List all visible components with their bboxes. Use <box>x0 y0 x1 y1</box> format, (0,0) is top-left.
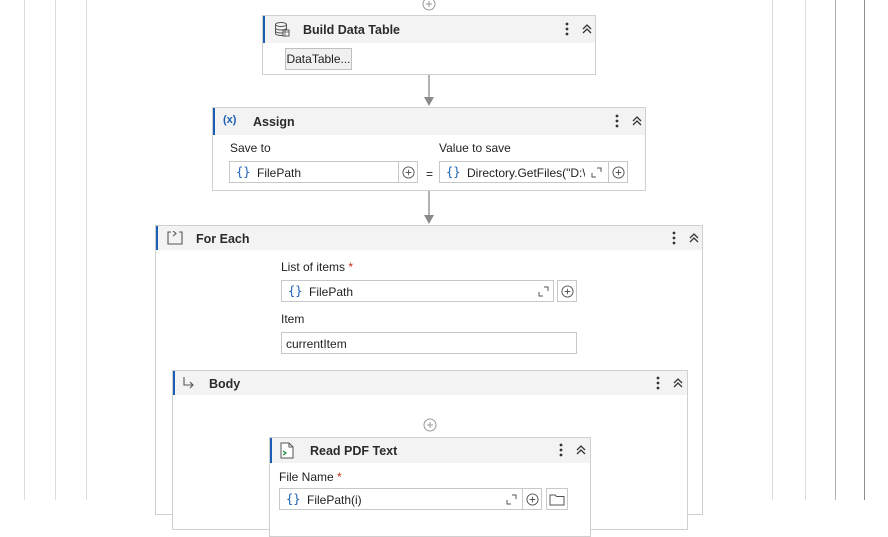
assign-title: Assign <box>253 115 295 129</box>
scroll-edge <box>864 0 865 500</box>
required-marker: * <box>337 470 342 484</box>
assign-activity[interactable]: (x) Assign Save to Value to save {} File… <box>212 107 646 191</box>
save-to-add-button[interactable] <box>398 161 418 183</box>
save-to-field[interactable]: {} FilePath <box>229 161 399 183</box>
assign-header[interactable]: (x) Assign <box>213 108 645 135</box>
data-table-button-label: DataTable... <box>286 52 351 66</box>
container-border-right-mid <box>805 0 806 500</box>
kebab-menu-icon[interactable] <box>651 375 665 391</box>
file-name-add-button[interactable] <box>522 488 542 510</box>
connector-arrow <box>424 75 434 106</box>
chevron-double-up-icon[interactable] <box>671 375 685 391</box>
branch-arrow-icon <box>183 377 194 389</box>
file-name-value: FilePath(i) <box>307 493 362 507</box>
chevron-double-up-icon[interactable] <box>630 113 644 129</box>
save-to-label: Save to <box>230 141 271 155</box>
folder-icon <box>549 494 565 505</box>
plus-circle-icon <box>560 284 574 298</box>
plus-circle-icon <box>401 165 415 179</box>
plus-circle-icon <box>525 492 539 506</box>
list-of-items-field[interactable]: {} FilePath <box>281 280 554 302</box>
body-header[interactable]: Body <box>173 371 687 395</box>
kebab-menu-icon[interactable] <box>560 21 574 37</box>
container-border-right-inner <box>772 0 773 500</box>
expression-icon: {} <box>236 165 251 179</box>
variable-x-icon: (x) <box>223 114 237 126</box>
item-field[interactable]: currentItem <box>281 332 577 354</box>
save-to-value: FilePath <box>257 166 302 180</box>
required-marker: * <box>348 260 354 274</box>
build-data-table-header[interactable]: Build Data Table <box>263 16 595 43</box>
connector-arrow <box>424 191 434 224</box>
plus-circle-icon <box>611 165 625 179</box>
value-to-save-add-button[interactable] <box>608 161 628 183</box>
kebab-menu-icon[interactable] <box>610 113 624 129</box>
container-border-right-outer <box>835 0 836 500</box>
value-to-save-value: Directory.GetFiles("D:\ <box>467 166 585 180</box>
equals-sign: = <box>426 167 434 181</box>
build-data-table-activity[interactable]: Build Data Table DataTable... <box>262 15 596 75</box>
container-border-left-mid <box>55 0 56 500</box>
read-pdf-text-activity[interactable]: Read PDF Text File Name * {} FilePath(i) <box>269 437 591 537</box>
chevron-double-up-icon[interactable] <box>580 21 594 37</box>
browse-file-button[interactable] <box>546 488 568 510</box>
pdf-document-icon <box>280 442 294 459</box>
expand-icon[interactable] <box>538 286 549 297</box>
value-to-save-label: Value to save <box>439 141 511 155</box>
expression-icon: {} <box>288 284 303 298</box>
data-table-button[interactable]: DataTable... <box>285 48 352 70</box>
add-activity-top-plus-icon[interactable] <box>422 0 436 11</box>
list-of-items-label: List of items * <box>281 260 353 274</box>
kebab-menu-icon[interactable] <box>554 442 568 458</box>
build-data-table-title: Build Data Table <box>303 23 401 37</box>
expand-icon[interactable] <box>591 167 602 178</box>
file-name-label-text: File Name <box>279 470 334 484</box>
chevron-double-up-icon[interactable] <box>574 442 588 458</box>
value-to-save-field[interactable]: {} Directory.GetFiles("D:\ <box>439 161 609 183</box>
body-title: Body <box>209 377 241 391</box>
file-name-field[interactable]: {} FilePath(i) <box>279 488 523 510</box>
list-of-items-label-text: List of items <box>281 260 346 274</box>
read-pdf-text-title: Read PDF Text <box>310 444 398 458</box>
for-each-header[interactable]: For Each <box>156 226 702 250</box>
chevron-double-up-icon[interactable] <box>687 230 701 246</box>
for-each-title: For Each <box>196 232 250 246</box>
container-border-left-outer <box>24 0 25 500</box>
container-border-left-inner <box>86 0 87 500</box>
database-icon <box>275 22 290 37</box>
list-of-items-add-button[interactable] <box>557 280 577 302</box>
add-activity-plus-icon[interactable] <box>423 418 437 432</box>
expression-icon: {} <box>286 492 301 506</box>
kebab-menu-icon[interactable] <box>667 230 681 246</box>
expression-icon: {} <box>446 165 461 179</box>
body-container[interactable]: Body Read PDF Text <box>172 370 688 537</box>
list-of-items-value: FilePath <box>309 285 354 299</box>
loop-icon <box>167 231 183 245</box>
item-value: currentItem <box>286 337 347 351</box>
for-each-activity[interactable]: For Each List of items * {} FilePath Ite… <box>155 225 703 537</box>
item-label: Item <box>281 312 305 326</box>
read-pdf-text-header[interactable]: Read PDF Text <box>270 438 590 463</box>
file-name-label: File Name * <box>279 470 342 484</box>
